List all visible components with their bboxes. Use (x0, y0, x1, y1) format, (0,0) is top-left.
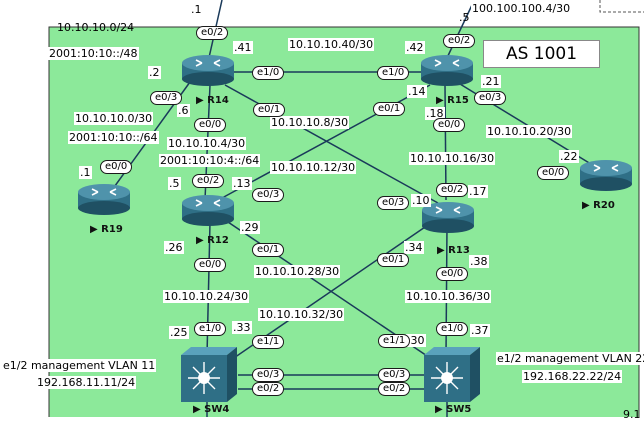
interface-r20-e0-0[interactable]: e0/0 (537, 166, 570, 180)
host-label: .34 (404, 241, 424, 254)
subnet-label: 10.10.10.0/24 (57, 21, 135, 34)
router-icon-r13[interactable] (422, 202, 474, 233)
interface-r15-e0-3[interactable]: e0/3 (474, 91, 507, 105)
host-label: .25 (169, 326, 189, 339)
interface-r14-e0-0[interactable]: e0/0 (194, 118, 227, 132)
host-label: .2 (148, 66, 161, 79)
host-label: .14 (407, 85, 427, 98)
interface-sw5-e1-1[interactable]: e1/1 (378, 334, 411, 348)
host-label: .5 (459, 11, 470, 24)
interface-r13-e0-0[interactable]: e0/0 (436, 267, 469, 281)
interface-r14-e0-2[interactable]: e0/2 (196, 26, 229, 40)
subnet-label: 10.10.10.28/30 (254, 265, 341, 278)
subnet-label: 10.10.10.40/30 (288, 38, 375, 51)
host-label: .42 (405, 41, 425, 54)
host-label: .22 (559, 150, 579, 163)
host-label: .1 (79, 166, 92, 179)
interface-r12-e0-0[interactable]: e0/0 (194, 258, 227, 272)
subnet-label: 2001:10:10::/48 (48, 47, 139, 60)
interface-r14-e0-3[interactable]: e0/3 (150, 91, 183, 105)
host-label: .1 (191, 3, 202, 16)
subnet-label: 100.100.100.4/30 (471, 2, 572, 15)
host-label: .17 (468, 185, 488, 198)
subnet-label: 10.10.10.36/30 (405, 290, 492, 303)
interface-r15-e1-0[interactable]: e1/0 (377, 66, 410, 80)
interface-sw5-e0-3[interactable]: e0/3 (378, 368, 411, 382)
host-label: .33 (232, 321, 252, 334)
interface-r12-e0-1[interactable]: e0/1 (252, 243, 285, 257)
subnet-label: 10.10.10.8/30 (270, 116, 350, 129)
device-label-r19: ▶ R19 (90, 224, 123, 235)
sw4-management-ip: 192.168.11.11/24 (36, 376, 137, 389)
device-label-r15: ▶ R15 (436, 95, 469, 106)
device-label-sw4: ▶ SW4 (193, 404, 230, 415)
interface-r15-e0-2[interactable]: e0/2 (443, 34, 476, 48)
host-label: 9.1 (623, 408, 641, 421)
router-icon-r14[interactable] (182, 55, 234, 86)
sw5-management-label: e1/2 management VLAN 22 (496, 352, 644, 365)
interface-r12-e0-2[interactable]: e0/2 (192, 174, 225, 188)
host-label: .41 (233, 41, 253, 54)
interface-sw4-e1-0[interactable]: e1/0 (194, 322, 227, 336)
subnet-label: 10.10.10.4/30 (167, 137, 247, 150)
subnet-label: 10.10.10.20/30 (486, 125, 573, 138)
interface-r13-e0-1[interactable]: e0/1 (377, 253, 410, 267)
interface-sw5-e1-0[interactable]: e1/0 (436, 322, 469, 336)
interface-r19-e0-0[interactable]: e0/0 (100, 160, 133, 174)
router-icon-r20[interactable] (580, 160, 632, 191)
switch-icon-sw5[interactable] (424, 347, 480, 402)
interface-r12-e0-3[interactable]: e0/3 (252, 188, 285, 202)
interface-r13-e0-2[interactable]: e0/2 (436, 183, 469, 197)
device-label-r14: ▶ R14 (196, 95, 229, 106)
interface-r14-e1-0[interactable]: e1/0 (252, 66, 285, 80)
sw4-management-label: e1/2 management VLAN 11 (2, 359, 157, 372)
interface-sw4-e0-2[interactable]: e0/2 (252, 382, 285, 396)
subnet-label: 10.10.10.12/30 (270, 161, 357, 174)
as-label: AS 1001 (483, 40, 600, 68)
host-label: .38 (469, 255, 489, 268)
interface-r14-e0-1[interactable]: e0/1 (253, 103, 286, 117)
subnet-label: 10.10.10.32/30 (258, 308, 345, 321)
host-label: .30 (406, 334, 426, 347)
interface-r15-e0-0[interactable]: e0/0 (433, 118, 466, 132)
host-label: .29 (240, 221, 260, 234)
host-label: .13 (232, 177, 252, 190)
host-label: .10 (411, 194, 431, 207)
host-label: .6 (177, 104, 190, 117)
subnet-label: 10.10.10.24/30 (163, 290, 250, 303)
device-label-r13: ▶ R13 (437, 245, 470, 256)
router-icon-r12[interactable] (182, 195, 234, 226)
host-label: .21 (481, 75, 501, 88)
device-label-r12: ▶ R12 (196, 235, 229, 246)
subnet-label: 2001:10:10::/64 (68, 131, 159, 144)
router-icon-r15[interactable] (421, 55, 473, 86)
host-label: .18 (425, 107, 445, 120)
host-label: .5 (168, 177, 181, 190)
subnet-label: 10.10.10.0/30 (74, 112, 154, 125)
subnet-label: 2001:10:10:4::/64 (159, 154, 261, 167)
device-label-r20: ▶ R20 (582, 200, 615, 211)
router-icon-r19[interactable] (78, 184, 130, 215)
device-label-sw5: ▶ SW5 (435, 404, 472, 415)
interface-sw4-e0-3[interactable]: e0/3 (252, 368, 285, 382)
subnet-label: 10.10.10.16/30 (409, 152, 496, 165)
host-label: .37 (470, 324, 490, 337)
link-r15-upstream (445, 4, 473, 61)
switch-icon-sw4[interactable] (181, 347, 237, 402)
link-r15-r13 (444, 84, 447, 201)
interface-sw4-e1-1[interactable]: e1/1 (252, 335, 285, 349)
host-label: .26 (164, 241, 184, 254)
interface-r13-e0-3[interactable]: e0/3 (377, 196, 410, 210)
interface-sw5-e0-2[interactable]: e0/2 (378, 382, 411, 396)
external-frame (599, 0, 644, 13)
interface-r15-e0-1[interactable]: e0/1 (373, 102, 406, 116)
sw5-management-ip: 192.168.22.22/24 (522, 370, 623, 383)
